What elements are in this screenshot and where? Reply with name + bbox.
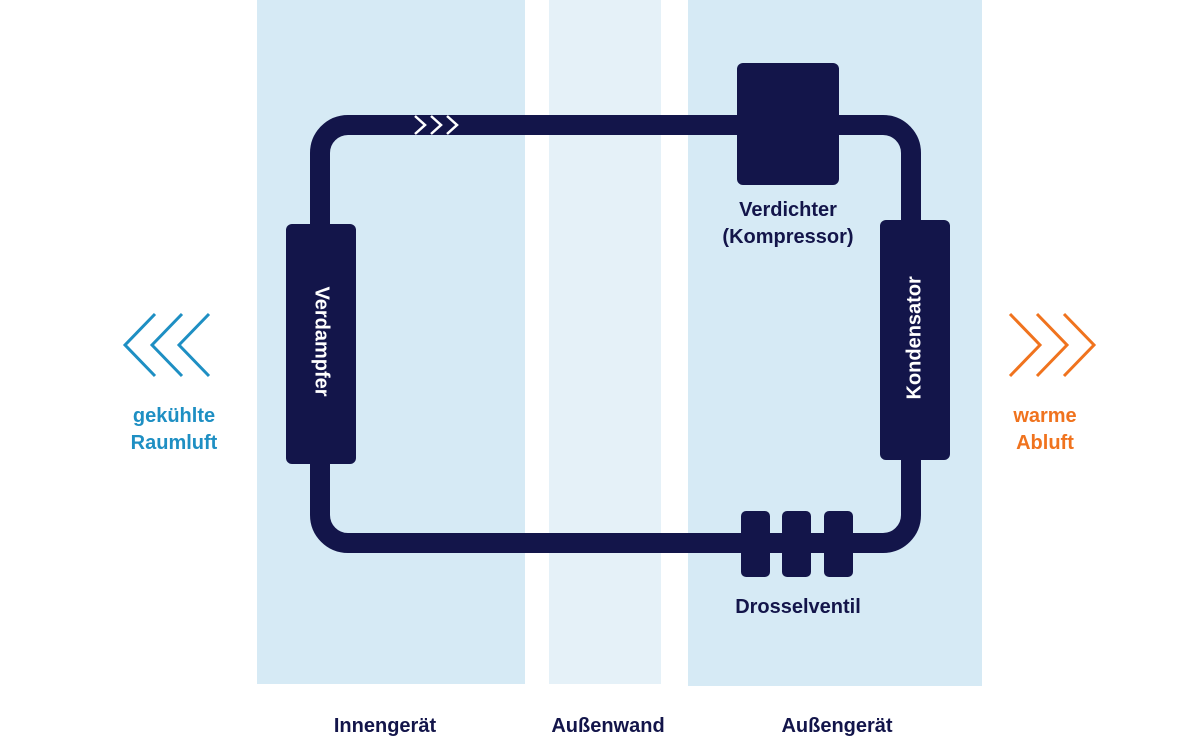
chevrons-left-icon <box>122 312 211 378</box>
cool-air-label: gekühlte Raumluft <box>94 403 254 457</box>
throttle-valve <box>741 511 853 577</box>
outer-wall-zone <box>549 0 661 684</box>
warm-air-label: warme Abluft <box>965 403 1125 457</box>
outer-wall-label: Außenwand <box>551 715 665 737</box>
cool-air-label-line2: Raumluft <box>130 432 218 454</box>
flow-direction-icon <box>414 115 459 135</box>
compressor-label-line2: (Kompressor) <box>722 226 854 248</box>
condenser-label: Kondensator <box>903 276 926 400</box>
indoor-unit-label: Innengerät <box>333 715 437 737</box>
compressor-block <box>737 63 839 185</box>
condenser-block <box>880 220 950 460</box>
compressor-label-line1: Verdichter <box>739 199 837 221</box>
chevrons-right-icon <box>1008 312 1097 378</box>
evaporator-block <box>286 224 356 464</box>
evaporator-label: Verdampfer <box>310 286 333 397</box>
warm-air-label-line1: warme <box>1013 405 1077 427</box>
refrigerant-pipe <box>310 115 921 553</box>
cool-air-label-line1: gekühlte <box>132 405 216 427</box>
warm-air-label-line2: Abluft <box>1016 432 1074 454</box>
outdoor-unit-label: Außengerät <box>781 715 893 737</box>
compressor-label: Verdichter (Kompressor) <box>688 197 888 251</box>
throttle-label: Drosselventil <box>735 596 861 618</box>
